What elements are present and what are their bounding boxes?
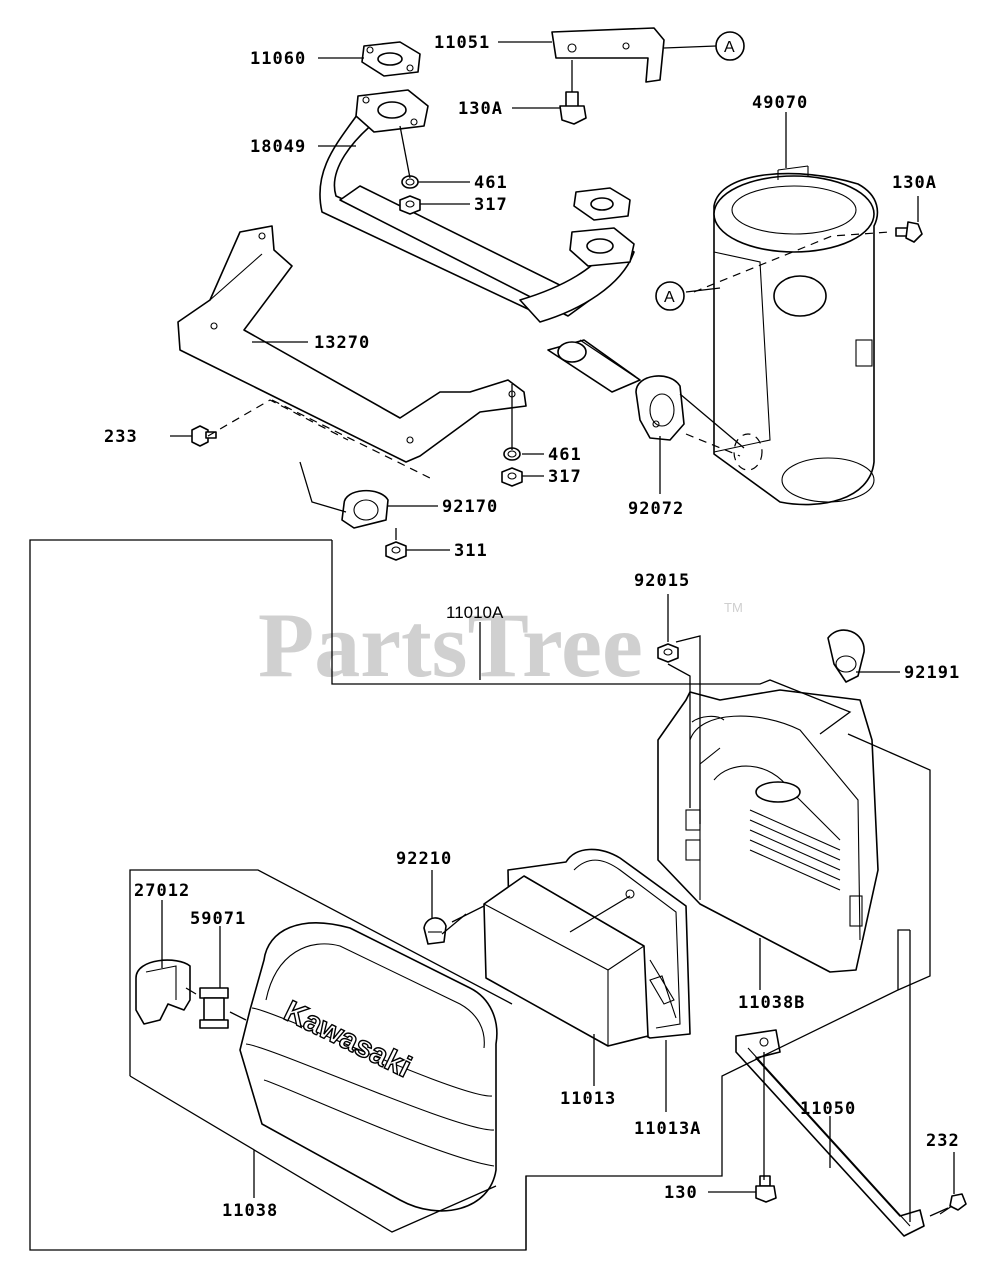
callout-a-muffler-text: A <box>664 289 675 306</box>
label-92170: 92170 <box>442 497 498 517</box>
label-92191: 92191 <box>904 663 960 683</box>
label-11013a: 11013A <box>634 1119 701 1139</box>
part-labels: 11060 11051 130A 49070 18049 461 317 130… <box>104 33 960 1221</box>
knob-59071 <box>199 987 229 1029</box>
label-49070: 49070 <box>752 93 808 113</box>
nut-317-mid <box>501 467 523 487</box>
label-130: 130 <box>664 1183 698 1203</box>
label-130a-top: 130A <box>458 99 503 119</box>
nut-92015 <box>657 643 679 663</box>
clip-92210 <box>423 917 447 945</box>
label-317-top: 317 <box>474 195 508 215</box>
label-11060: 11060 <box>250 49 306 69</box>
label-27012: 27012 <box>134 881 190 901</box>
label-13270: 13270 <box>314 333 370 353</box>
label-11038b: 11038B <box>738 993 805 1013</box>
bracket-11051 <box>551 27 665 83</box>
bolt-232 <box>939 1193 967 1215</box>
bolt-233 <box>191 425 217 447</box>
label-59071: 59071 <box>190 909 246 929</box>
label-18049: 18049 <box>250 137 306 157</box>
label-130a-right: 130A <box>892 173 937 193</box>
cover-11038: Kawasaki <box>239 922 498 1212</box>
label-317-mid: 317 <box>548 467 582 487</box>
air-cleaner-base-11038b <box>657 689 879 973</box>
label-311: 311 <box>454 541 488 561</box>
bolt-130a-right <box>895 221 923 243</box>
label-92015: 92015 <box>634 571 690 591</box>
label-92210: 92210 <box>396 849 452 869</box>
element-11013 <box>483 875 649 1047</box>
leader-lines <box>161 41 955 1198</box>
bolt-130a-top <box>559 91 587 125</box>
label-461-mid: 461 <box>548 445 582 465</box>
assembly-frame <box>29 539 931 1251</box>
label-11010a: 11010A <box>446 603 504 622</box>
callout-a-muffler: A <box>655 281 685 311</box>
alignment-lines <box>185 60 949 1217</box>
callout-a-top: A <box>715 31 745 61</box>
label-92072: 92072 <box>628 499 684 519</box>
label-11013: 11013 <box>560 1089 616 1109</box>
label-461-top: 461 <box>474 173 508 193</box>
breather-92191 <box>827 629 865 683</box>
label-232: 232 <box>926 1131 960 1151</box>
nut-311 <box>385 541 407 561</box>
gasket-11060 <box>361 41 421 77</box>
muffler-49070 <box>713 165 879 506</box>
heat-shield-13270 <box>177 225 527 463</box>
label-11051: 11051 <box>434 33 490 53</box>
label-11038: 11038 <box>222 1201 278 1221</box>
exhaust-pipe <box>319 89 641 393</box>
spring-27012 <box>135 959 191 1025</box>
label-11050: 11050 <box>800 1099 856 1119</box>
label-233: 233 <box>104 427 138 447</box>
clamp-92170 <box>341 489 389 529</box>
bolt-130 <box>755 1175 777 1203</box>
clamp-92072 <box>635 375 685 441</box>
watermark-trademark: TM <box>724 600 743 615</box>
gasket-right <box>573 187 631 221</box>
nut-317-top <box>399 195 421 215</box>
callout-a-top-text: A <box>724 39 735 56</box>
watermark-text: PartsTree <box>258 594 643 696</box>
